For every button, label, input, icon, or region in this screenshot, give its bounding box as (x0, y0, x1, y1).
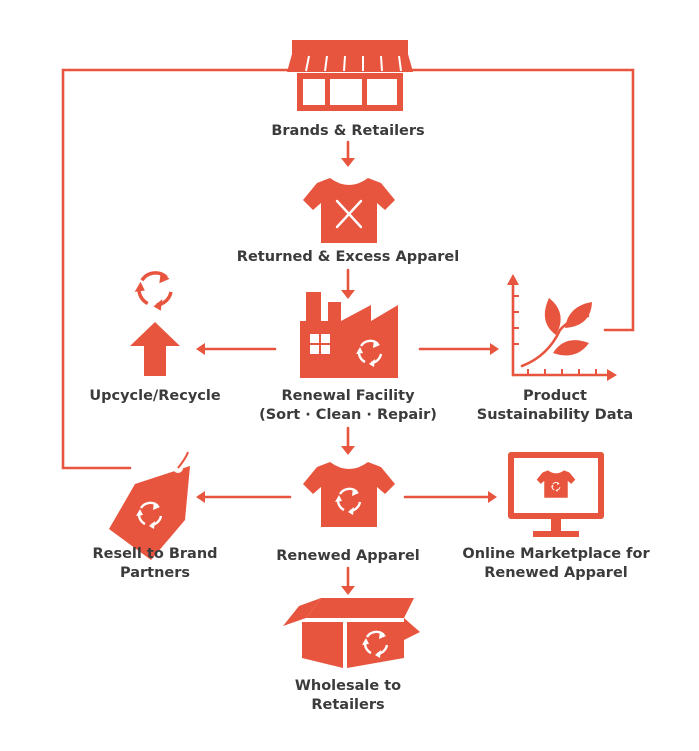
tshirt-x-icon (303, 178, 395, 243)
tshirt-recycle-icon (303, 462, 395, 527)
upcycle-recycle-label: Upcycle/Recycle (89, 388, 221, 404)
connector-lines (61, 68, 635, 590)
arrowheads (196, 158, 499, 595)
resell-line1: Resell to Brand (92, 546, 218, 562)
recycle-up-arrow-icon (130, 269, 180, 376)
resell-line2: Partners (119, 565, 191, 581)
wholesale-line2: Retailers (311, 697, 385, 713)
renewal-facility-line1: Renewal Facility (281, 388, 415, 404)
storefront-icon (287, 40, 413, 111)
data-loop-line (408, 68, 635, 332)
online-marketplace-label: Online Marketplace for Renewed Apparel (440, 545, 672, 583)
marketplace-line2: Renewed Apparel (484, 565, 628, 581)
monitor-tshirt-icon (508, 452, 604, 537)
brands-retailers-label: Brands & Retailers (271, 123, 425, 139)
renewal-facility-line2: (Sort · Clean · Repair) (259, 407, 437, 423)
feedback-loop-line (61, 68, 294, 470)
price-tag-recycle-icon (109, 451, 190, 560)
wholesale-line1: Wholesale to (294, 678, 402, 694)
marketplace-line1: Online Marketplace for (462, 546, 650, 562)
factory-recycle-icon (300, 292, 398, 378)
sustainability-line2: Sustainability Data (476, 407, 634, 423)
resell-brand-partners-label: Resell to Brand Partners (70, 545, 240, 583)
returned-excess-apparel-label: Returned & Excess Apparel (236, 249, 460, 265)
wholesale-retailers-label: Wholesale to Retailers (258, 677, 438, 715)
product-sustainability-data-label: Product Sustainability Data (460, 387, 650, 425)
renewal-facility-label: Renewal Facility (Sort · Clean · Repair) (238, 387, 458, 425)
sustainability-line1: Product (523, 388, 587, 404)
growth-chart-leaf-icon (507, 274, 617, 381)
box-recycle-icon (283, 598, 420, 668)
renewed-apparel-label: Renewed Apparel (276, 548, 420, 564)
